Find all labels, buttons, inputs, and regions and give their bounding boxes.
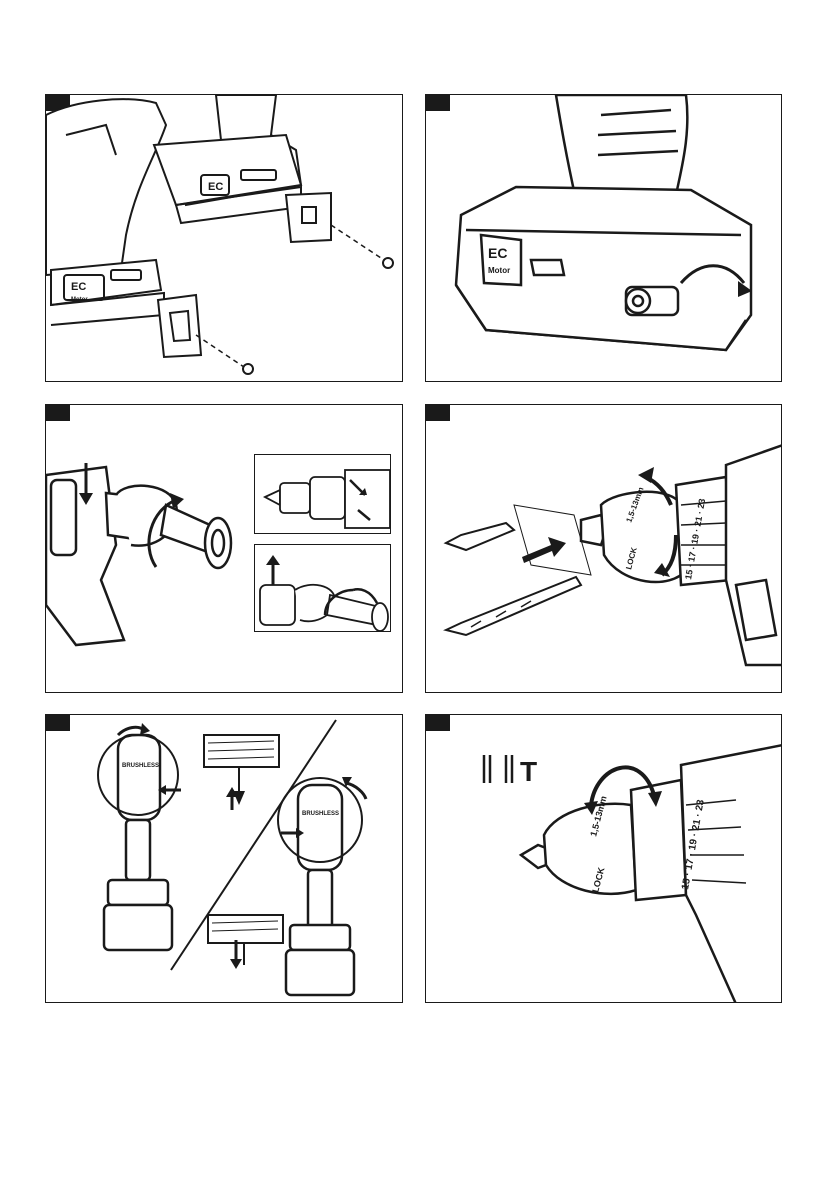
brushless-label: BRUSHLESS [122, 763, 159, 769]
belt-clip-illustration: EC EC Motor [46, 95, 403, 382]
figure-panel-4: 1,5-13mm LOCK 15 · 17 · 19 · 21 · 23 [425, 404, 782, 693]
figure-panel-1: EC EC Motor [45, 94, 403, 382]
motor-logo-text: Motor [71, 297, 88, 303]
hammer-mode-icon: T [520, 756, 537, 787]
figure-panel-3 [45, 404, 403, 693]
battery-collar-illustration: EC Motor [426, 95, 782, 382]
inset-chuck-view [254, 454, 391, 534]
motor-logo-text: Motor [488, 266, 510, 275]
direction-switch-illustration: BRUSHLESS BRUSHLESS [46, 715, 403, 1003]
figure-panel-5: BRUSHLESS BRUSHLESS [45, 714, 403, 1003]
figure-panel-6: T 1,5-13mm LOCK 15 · 17 · 19 · 21 · 23 [425, 714, 782, 1003]
bit-insertion-illustration: 1,5-13mm LOCK 15 · 17 · 19 · 21 · 23 [426, 405, 782, 693]
ec-logo-text: EC [488, 245, 507, 261]
figure-panel-2: EC Motor [425, 94, 782, 382]
mode-selector-illustration: T 1,5-13mm LOCK 15 · 17 · 19 · 21 · 23 [426, 715, 782, 1003]
brushless-label-2: BRUSHLESS [302, 811, 339, 817]
ec-logo-text-2: EC [71, 281, 86, 293]
ec-logo-text: EC [208, 181, 223, 193]
inset-handle-view [254, 544, 391, 632]
